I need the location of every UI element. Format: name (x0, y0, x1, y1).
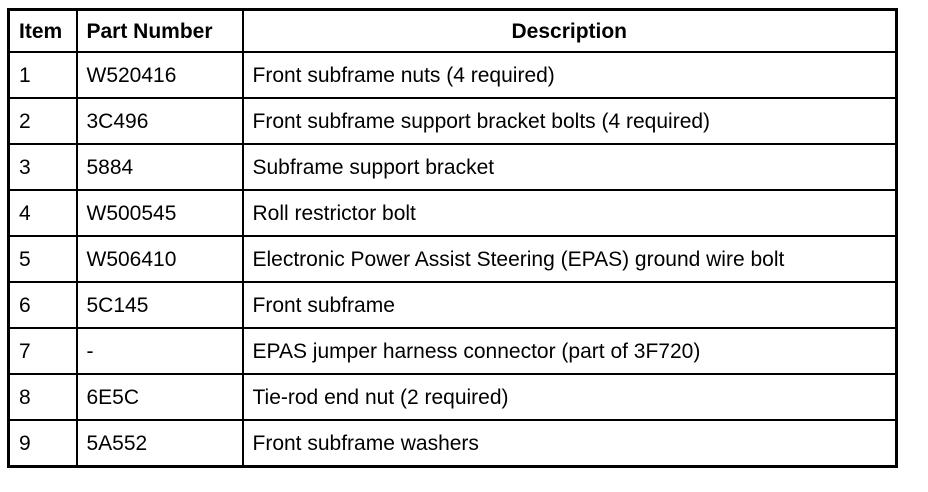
table-row: 8 6E5C Tie-rod end nut (2 required) (7, 373, 898, 421)
description-cell: EPAS jumper harness connector (part of 3… (241, 327, 898, 375)
parts-table-body: 1 W520416 Front subframe nuts (4 require… (7, 51, 898, 468)
item-cell: 5 (7, 235, 78, 283)
item-cell: 4 (7, 189, 78, 237)
description-cell: Front subframe (241, 281, 898, 329)
table-row: 1 W520416 Front subframe nuts (4 require… (7, 51, 898, 99)
table-row: 6 5C145 Front subframe (7, 281, 898, 329)
description-cell: Tie-rod end nut (2 required) (241, 373, 898, 421)
part-number-cell: W520416 (75, 51, 244, 99)
part-number-cell: 5A552 (75, 419, 244, 468)
table-row: 2 3C496 Front subframe support bracket b… (7, 97, 898, 145)
item-cell: 2 (7, 97, 78, 145)
description-cell: Electronic Power Assist Steering (EPAS) … (241, 235, 898, 283)
part-number-cell: - (75, 327, 244, 375)
item-cell: 3 (7, 143, 78, 191)
part-number-cell: W506410 (75, 235, 244, 283)
column-header-description: Description (241, 8, 898, 53)
description-cell: Front subframe nuts (4 required) (241, 51, 898, 99)
item-cell: 6 (7, 281, 78, 329)
description-cell: Roll restrictor bolt (241, 189, 898, 237)
part-number-cell: 6E5C (75, 373, 244, 421)
column-header-part-number: Part Number (75, 8, 244, 53)
column-header-item: Item (7, 8, 78, 53)
part-number-cell: 5C145 (75, 281, 244, 329)
item-cell: 8 (7, 373, 78, 421)
table-row: 3 5884 Subframe support bracket (7, 143, 898, 191)
item-cell: 1 (7, 51, 78, 99)
part-number-cell: 5884 (75, 143, 244, 191)
description-cell: Front subframe support bracket bolts (4 … (241, 97, 898, 145)
parts-table: Item Part Number Description 1 W520416 F… (7, 8, 898, 468)
description-cell: Subframe support bracket (241, 143, 898, 191)
table-row: 7 - EPAS jumper harness connector (part … (7, 327, 898, 375)
item-cell: 7 (7, 327, 78, 375)
part-number-cell: W500545 (75, 189, 244, 237)
description-cell: Front subframe washers (241, 419, 898, 468)
table-row: 5 W506410 Electronic Power Assist Steeri… (7, 235, 898, 283)
header-row: Item Part Number Description (7, 8, 898, 53)
table-row: 4 W500545 Roll restrictor bolt (7, 189, 898, 237)
parts-table-header: Item Part Number Description (7, 8, 898, 53)
item-cell: 9 (7, 419, 78, 468)
table-row: 9 5A552 Front subframe washers (7, 419, 898, 468)
part-number-cell: 3C496 (75, 97, 244, 145)
